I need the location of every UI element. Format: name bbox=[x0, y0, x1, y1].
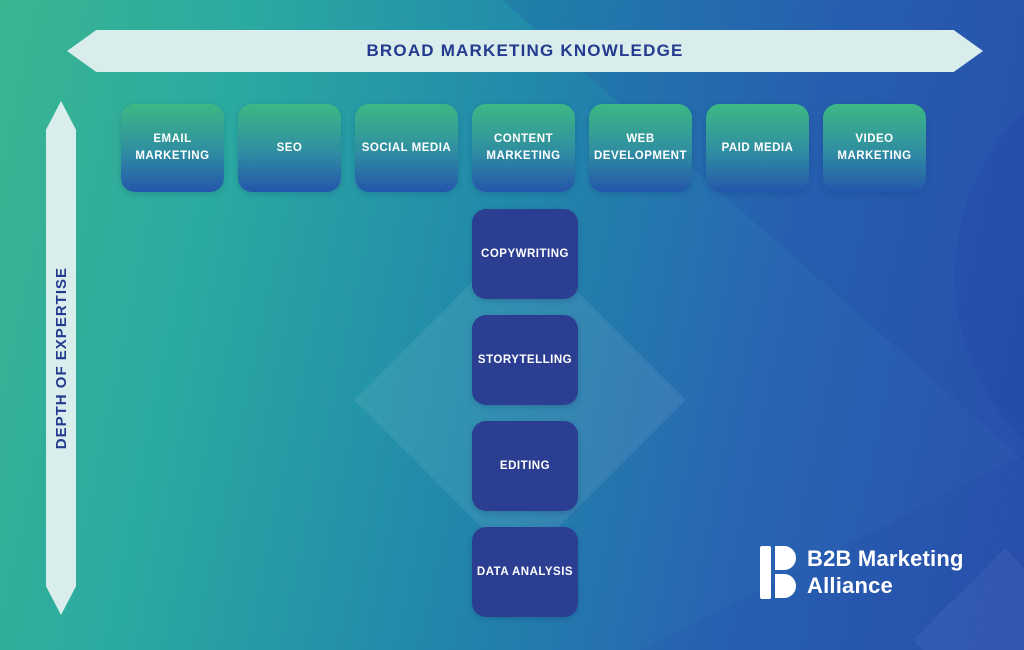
broad-knowledge-label: BROAD MARKETING KNOWLEDGE bbox=[366, 41, 684, 60]
watermark-circle bbox=[955, 110, 1024, 440]
b2b-logo-line2: Alliance bbox=[807, 573, 893, 598]
b2b-logo-icon-bar bbox=[760, 545, 771, 599]
broad-skill-label: VIDEO MARKETING bbox=[837, 133, 912, 162]
depth-expertise-arrow: DEPTH OF EXPERTISE bbox=[46, 101, 76, 615]
b2b-marketing-alliance-logo: B2B Marketing Alliance bbox=[760, 545, 964, 599]
b2b-logo-icon bbox=[760, 545, 796, 599]
broad-skill-social-media: SOCIAL MEDIA bbox=[355, 104, 458, 192]
depth-skill-copywriting: COPYWRITING bbox=[472, 209, 578, 299]
broad-skill-seo: SEO bbox=[238, 104, 341, 192]
broad-skill-label: EMAIL MARKETING bbox=[135, 133, 210, 162]
broad-skill-email-marketing: EMAIL MARKETING bbox=[121, 104, 224, 192]
b2b-logo-wordmark: B2B Marketing Alliance bbox=[807, 545, 964, 599]
b2b-logo-icon-bowls bbox=[775, 546, 796, 598]
depth-skill-label: EDITING bbox=[499, 459, 551, 472]
broad-skill-label: WEB DEVELOPMENT bbox=[593, 133, 688, 162]
broad-skill-label: PAID MEDIA bbox=[721, 141, 794, 154]
depth-skill-editing: EDITING bbox=[472, 421, 578, 511]
broad-skill-video-marketing: VIDEO MARKETING bbox=[823, 104, 926, 192]
depth-skill-label: COPYWRITING bbox=[481, 247, 569, 260]
depth-skill-label: STORYTELLING bbox=[477, 353, 573, 366]
broad-skills-row: EMAIL MARKETING SEO SOCIAL MEDIA CONTENT… bbox=[121, 104, 926, 192]
depth-skill-label: DATA ANALYSIS bbox=[476, 565, 574, 578]
depth-expertise-label: DEPTH OF EXPERTISE bbox=[52, 266, 70, 450]
b2b-logo-icon-bowl-bottom bbox=[775, 574, 796, 598]
depth-skills-column: COPYWRITING STORYTELLING EDITING DATA AN… bbox=[472, 209, 578, 617]
broad-skill-label: SOCIAL MEDIA bbox=[361, 141, 452, 154]
depth-skill-storytelling: STORYTELLING bbox=[472, 315, 578, 405]
broad-skill-paid-media: PAID MEDIA bbox=[706, 104, 809, 192]
depth-skill-data-analysis: DATA ANALYSIS bbox=[472, 527, 578, 617]
broad-skill-web-development: WEB DEVELOPMENT bbox=[589, 104, 692, 192]
broad-skill-content-marketing: CONTENT MARKETING bbox=[472, 104, 575, 192]
b2b-logo-line1: B2B Marketing bbox=[807, 546, 964, 571]
b2b-logo-icon-bowl-top bbox=[775, 546, 796, 570]
broad-knowledge-banner: BROAD MARKETING KNOWLEDGE bbox=[67, 30, 983, 72]
broad-skill-label: SEO bbox=[276, 141, 303, 154]
broad-skill-label: CONTENT MARKETING bbox=[486, 133, 561, 162]
